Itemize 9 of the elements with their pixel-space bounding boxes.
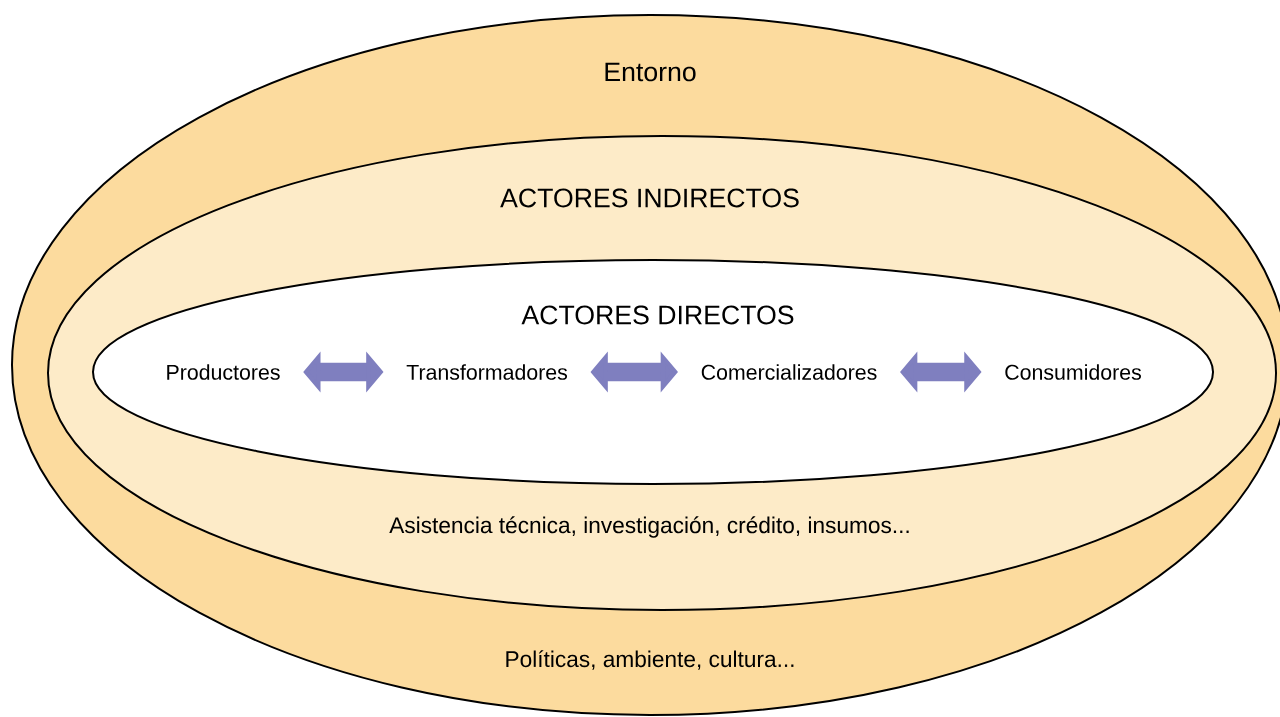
- actor-label: Comercializadores: [701, 364, 877, 380]
- heading: ACTORES INDIRECTOS: [500, 188, 799, 208]
- description: Asistencia técnica, investigación, crédito, insumos...: [389, 516, 909, 538]
- description: Políticas, ambiente, cultura...: [506, 650, 794, 670]
- actor-label: Transformadores: [406, 364, 568, 380]
- heading: ACTORES DIRECTOS: [521, 305, 794, 325]
- actor-label: Productores: [167, 364, 280, 380]
- actor-label: Consumidores: [1005, 364, 1141, 380]
- heading: Entorno: [605, 62, 696, 82]
